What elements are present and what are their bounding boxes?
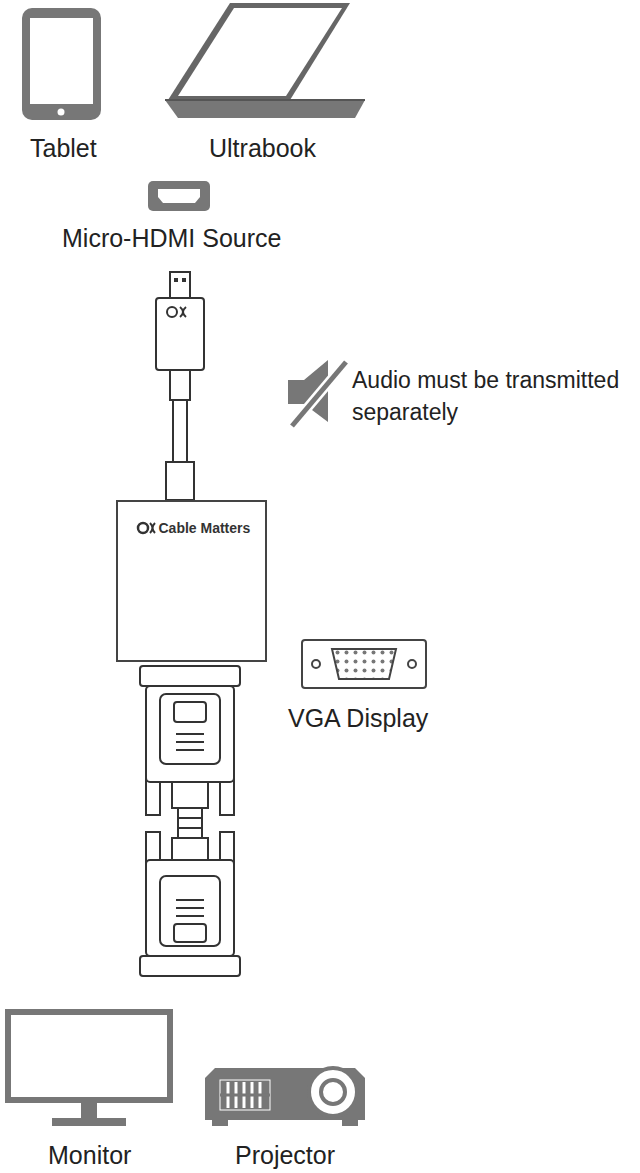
caption-label: Audio must be transmitted separately [352, 364, 636, 428]
monitor-icon [8, 1012, 170, 1126]
audio-muted-icon [288, 360, 346, 426]
vga-connector [140, 666, 240, 976]
hdmi-plug [156, 272, 204, 500]
vga-port-icon [302, 640, 426, 688]
tablet-icon [22, 8, 101, 120]
hdmi-port-icon [148, 181, 210, 211]
brand-name: Cable Matters [159, 520, 251, 536]
caption-label: VGA Display [288, 703, 428, 733]
adapter-box: Cable Matters [116, 500, 267, 662]
projector-icon [205, 1068, 365, 1126]
caption-label: Projector [235, 1140, 335, 1170]
brand-logo [136, 520, 156, 536]
caption-label: Ultrabook [209, 133, 316, 163]
caption-label: Monitor [48, 1140, 131, 1170]
caption-label: Tablet [30, 133, 97, 163]
laptop-icon [165, 3, 365, 118]
caption-label: Micro-HDMI Source [62, 223, 281, 253]
